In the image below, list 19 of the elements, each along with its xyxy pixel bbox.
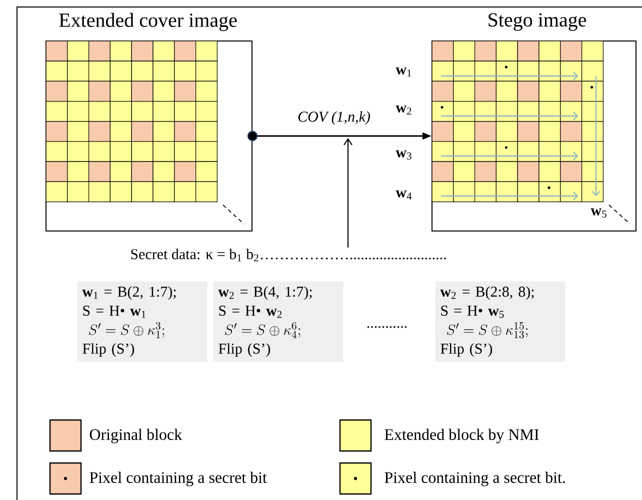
secret-data-text: Secret data: κ = b$_{1}$ b$_{2}$……………….......................... bbox=[131, 248, 446, 262]
node-label: Stego image bbox=[488, 13, 586, 31]
row-label: w$_{2}$ bbox=[396, 105, 412, 115]
cover-image-frame: Extended cover image bbox=[46, 12, 252, 232]
legend-text: Pixel containing a secret bit bbox=[90, 472, 267, 486]
row-label: w$_{3}$ bbox=[396, 150, 412, 160]
row-label: w$_{1}$ bbox=[396, 67, 412, 77]
legend-text: Pixel containing a secret bit. bbox=[384, 472, 565, 486]
legend-text: Extended block by NMI bbox=[384, 428, 539, 444]
node-label: Extended cover image bbox=[59, 12, 237, 32]
edge-label: COV (1,n,k) bbox=[296, 110, 372, 126]
legend-text: Original block bbox=[90, 428, 182, 444]
code-box: w$_{2}$ = B(2:8, 8); S = H• w$_{5}$ $S' = S\oplus\kappa_{13}^{15};$ Flip (S’) bbox=[435, 281, 566, 362]
row-label: w$_{4}$ bbox=[396, 190, 412, 200]
arrow bbox=[344, 138, 352, 248]
ellipsis-text: ........... bbox=[367, 326, 407, 328]
row-label: w$_{5}$ bbox=[590, 208, 606, 218]
code-box: w$_{2}$ = B(4, 1:7); S = H• w$_{2}$ $S' = S\oplus\kappa_{4}^{6};$ Flip (S’) bbox=[213, 281, 344, 362]
code-box: w$_{1}$ = B(2, 1:7); S = H• w$_{1}$ $S' = S\oplus\kappa_{1}^{3};$ Flip (S’) bbox=[77, 281, 208, 362]
